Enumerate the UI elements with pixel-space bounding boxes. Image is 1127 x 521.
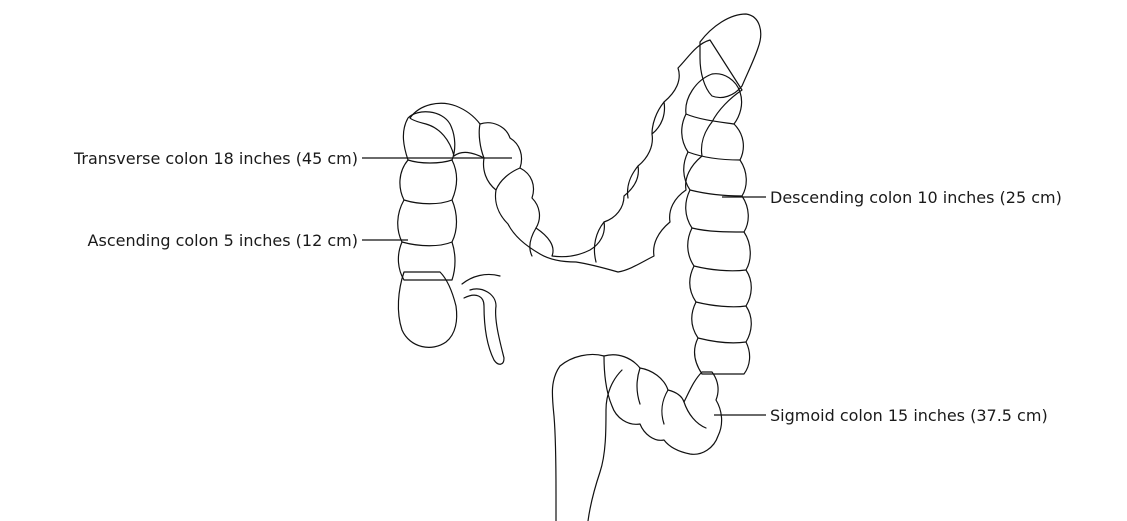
- ascending-colon-label: Ascending colon 5 inches (12 cm): [88, 231, 358, 250]
- ascending-haustra-lines: [402, 160, 452, 246]
- caecum: [398, 272, 504, 364]
- descending-colon: [682, 74, 752, 374]
- sigmoid-haustra-lines: [637, 368, 706, 428]
- rectum: [552, 354, 622, 521]
- sigmoid-colon-label: Sigmoid colon 15 inches (37.5 cm): [770, 406, 1048, 425]
- leader-lines: [362, 158, 766, 415]
- descending-haustra-lines: [686, 114, 746, 343]
- appendix: [462, 274, 504, 364]
- ascending-colon: [398, 112, 457, 280]
- descending-colon-label: Descending colon 10 inches (25 cm): [770, 188, 1062, 207]
- transverse-colon: [410, 40, 742, 272]
- splenic-flexure: [700, 14, 761, 98]
- transverse-colon-label: Transverse colon 18 inches (45 cm): [73, 149, 358, 168]
